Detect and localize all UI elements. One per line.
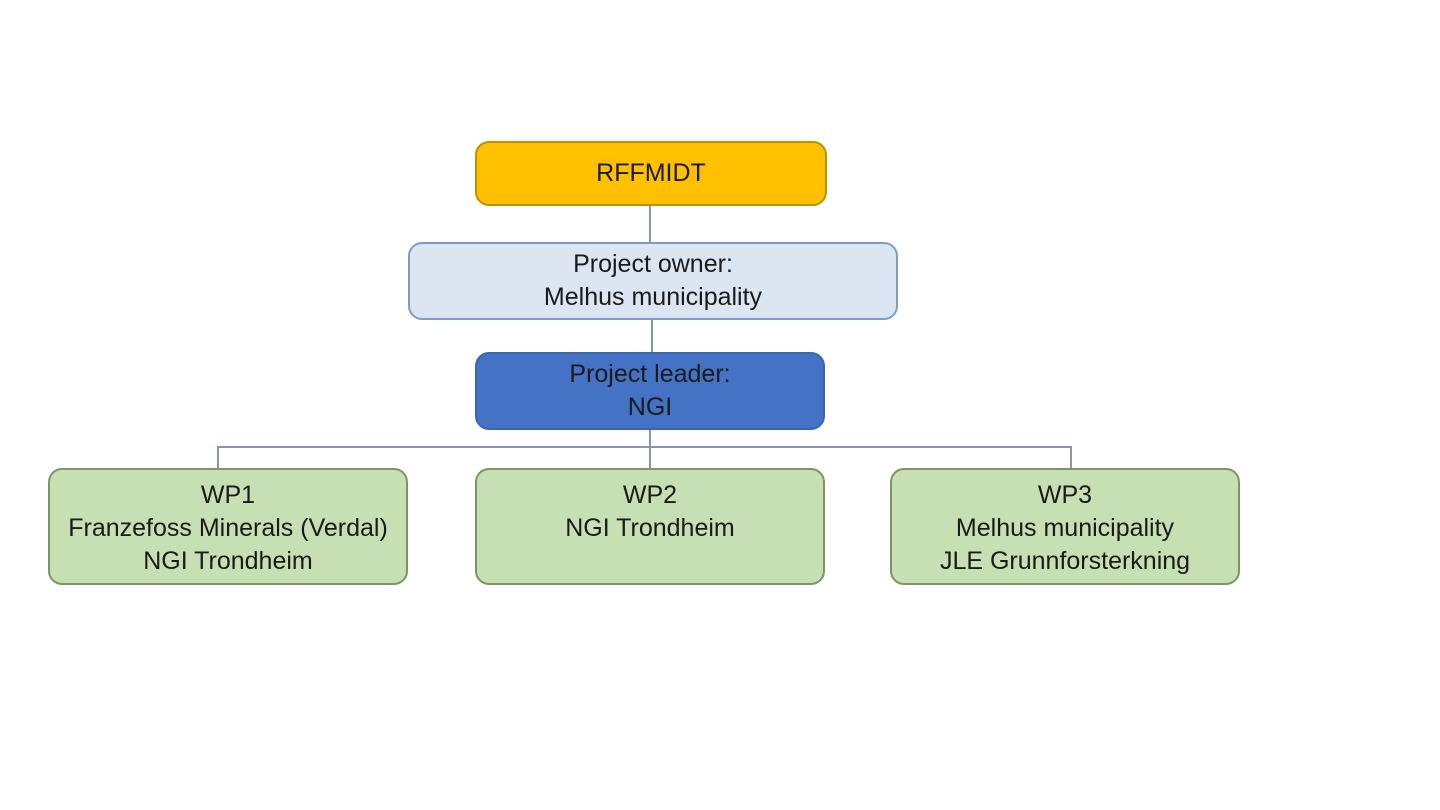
node-rffmidt: RFFMIDT [475,141,827,206]
node-wp1-title: WP1 [200,481,256,509]
node-wp1: WP1 Franzefoss Minerals (Verdal) NGI Tro… [48,468,408,585]
connector-root-to-owner [649,206,651,242]
node-project-owner-name: Melhus municipality [543,283,763,311]
connector-bus-to-wp1 [217,446,219,468]
node-project-owner-role: Project owner: [573,250,733,278]
node-wp2-org-1: NGI Trondheim [565,514,735,542]
node-wp3-org-1: Melhus municipality [955,514,1175,542]
node-project-leader-name: NGI [627,393,673,421]
node-wp1-org-2: NGI Trondheim [143,547,313,575]
connector-horizontal-bus [217,446,1072,448]
connector-leader-to-bus [649,429,651,447]
connector-owner-to-leader [651,320,653,352]
node-wp2-title: WP2 [622,481,678,509]
node-rffmidt-label: RFFMIDT [596,159,706,187]
node-wp3-org-2: JLE Grunnforsterkning [939,547,1191,575]
node-project-leader: Project leader: NGI [475,352,825,430]
node-wp3-title: WP3 [1037,481,1093,509]
node-wp2: WP2 NGI Trondheim [475,468,825,585]
node-wp1-org-1: Franzefoss Minerals (Verdal) [68,514,388,542]
connector-bus-to-wp3 [1070,446,1072,468]
connector-bus-to-wp2 [649,446,651,468]
node-project-leader-role: Project leader: [569,360,731,388]
node-wp3: WP3 Melhus municipality JLE Grunnforster… [890,468,1240,585]
node-project-owner: Project owner: Melhus municipality [408,242,898,320]
